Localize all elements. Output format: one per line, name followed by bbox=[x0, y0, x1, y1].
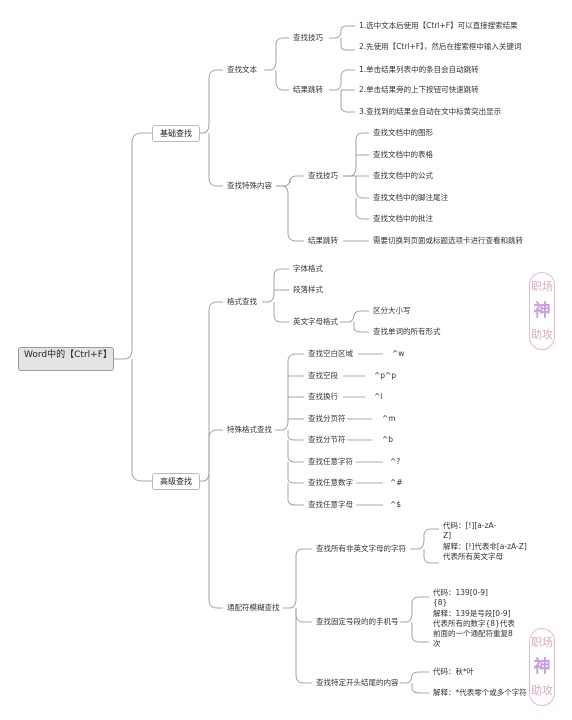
node-basic-find[interactable]: 基础查找 bbox=[152, 125, 200, 142]
leaf-jump-2: 2.单击结果旁的上下按钮可快速跳转 bbox=[359, 85, 479, 94]
row-page-break[interactable]: 查找分页符 bbox=[308, 414, 346, 423]
leaf-tip-1: 1.选中文本后使用【Ctrl+F】可以直接搜索结果 bbox=[359, 21, 518, 30]
leaf-find-shape: 查找文档中的图形 bbox=[373, 128, 433, 137]
leaf-phone-explain: 解释：139是号段[0-9]代表所有的数字{8}代表前面的一个通配符重复8次 bbox=[433, 609, 515, 648]
row-line-break[interactable]: 查找换行 bbox=[308, 392, 338, 401]
node-prefix-suffix[interactable]: 查找特定开头结尾的内容 bbox=[316, 678, 399, 687]
node-find-text[interactable]: 查找文本 bbox=[227, 65, 257, 74]
leaf-font-format: 字体格式 bbox=[293, 264, 323, 273]
node-result-jump[interactable]: 结果跳转 bbox=[293, 85, 323, 94]
node-non-english[interactable]: 查找所有非英文字母的字符 bbox=[316, 544, 406, 553]
watermark-stamp-bottom: 职场 神 助攻 bbox=[529, 628, 555, 706]
leaf-jump-1: 1.单击结果列表中的条目会自动跳转 bbox=[359, 65, 479, 74]
node-phone[interactable]: 查找固定号段的的手机号 bbox=[316, 617, 399, 626]
code-any-char: ^? bbox=[390, 457, 401, 466]
leaf-prefix-code: 代码：秋*叶 bbox=[433, 667, 475, 676]
watermark-stamp-top: 职场 神 助攻 bbox=[529, 272, 555, 350]
leaf-jump-3: 3.查找到的结果会自动在文中标黄突出显示 bbox=[359, 107, 502, 116]
node-letter-format[interactable]: 英文字母格式 bbox=[293, 317, 338, 326]
leaf-find-formula: 查找文档中的公式 bbox=[373, 171, 433, 180]
node-advanced-find[interactable]: 高级查找 bbox=[152, 473, 200, 490]
code-line-break: ^l bbox=[374, 392, 383, 401]
leaf-find-table: 查找文档中的表格 bbox=[373, 150, 433, 159]
leaf-find-footnote: 查找文档中的脚注尾注 bbox=[373, 193, 448, 202]
leaf-match-case: 区分大小写 bbox=[373, 306, 411, 315]
row-any-digit[interactable]: 查找任意数字 bbox=[308, 478, 353, 487]
leaf-special-jump: 需要切换到页面或标题选项卡进行查看和跳转 bbox=[373, 236, 523, 245]
code-any-letter: ^$ bbox=[390, 500, 402, 509]
row-any-char[interactable]: 查找任意字符 bbox=[308, 457, 353, 466]
node-find-special-content[interactable]: 查找特殊内容 bbox=[227, 181, 272, 190]
leaf-paragraph-style: 段落样式 bbox=[293, 285, 323, 294]
node-wildcard-find[interactable]: 通配符模糊查找 bbox=[227, 603, 280, 612]
root-node[interactable]: Word中的【Ctrl+F】 bbox=[18, 347, 114, 371]
leaf-phone-code: 代码：139[0-9]{8} bbox=[433, 588, 488, 607]
node-find-tips[interactable]: 查找技巧 bbox=[293, 33, 323, 42]
node-format-find[interactable]: 格式查找 bbox=[227, 297, 257, 306]
leaf-non-english-explain: 解释：[!]代表非[a-zA-Z]代表所有英文字母 bbox=[443, 542, 527, 561]
node-special-tips[interactable]: 查找技巧 bbox=[308, 171, 338, 180]
row-whitespace[interactable]: 查找空白区域 bbox=[308, 349, 353, 358]
leaf-find-comment: 查找文档中的批注 bbox=[373, 214, 433, 223]
code-any-digit: ^# bbox=[390, 478, 403, 487]
leaf-tip-2: 2.先使用【Ctrl+F】，然后在搜索框中输入关键词 bbox=[359, 42, 522, 51]
leaf-non-english-code: 代码：[!][a-zA-Z] bbox=[443, 521, 497, 540]
code-page-break: ^m bbox=[382, 414, 396, 423]
code-empty-paragraph: ^p^p bbox=[374, 371, 397, 380]
node-special-jump[interactable]: 结果跳转 bbox=[308, 236, 338, 245]
row-empty-paragraph[interactable]: 查找空段 bbox=[308, 371, 338, 380]
leaf-prefix-explain: 解释：*代表零个或多个字符 bbox=[433, 688, 527, 697]
row-section-break[interactable]: 查找分节符 bbox=[308, 435, 346, 444]
leaf-word-forms: 查找单词的所有形式 bbox=[373, 327, 441, 336]
node-special-format-find[interactable]: 特殊格式查找 bbox=[227, 425, 272, 434]
code-whitespace: ^w bbox=[392, 349, 405, 358]
row-any-letter[interactable]: 查找任意字母 bbox=[308, 500, 353, 509]
code-section-break: ^b bbox=[382, 435, 394, 444]
